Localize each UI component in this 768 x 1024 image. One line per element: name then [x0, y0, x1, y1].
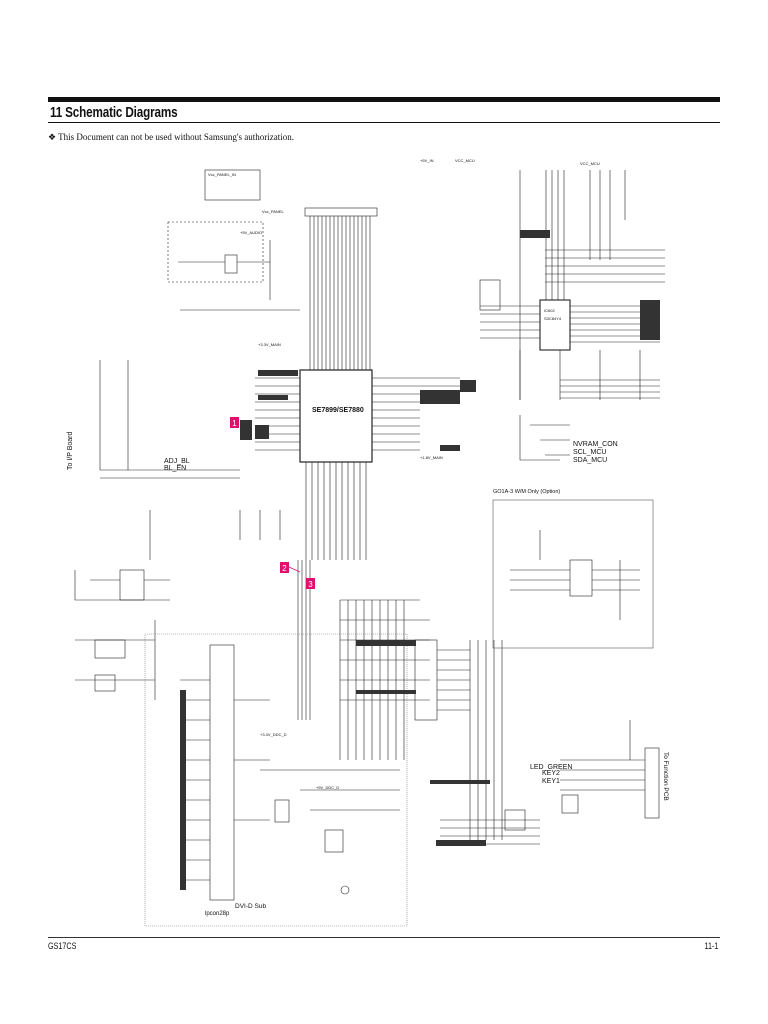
function-connector — [644, 747, 660, 819]
authorization-notice: ❖ This Document can not be used without … — [48, 132, 294, 142]
mcu-ref: IC602 — [544, 308, 555, 313]
markers: 1 2 3 — [230, 417, 315, 589]
adj-bl-label: ADJ_BL — [164, 458, 190, 465]
connector-area — [144, 633, 408, 927]
net-5v-in: +5V_IN — [420, 158, 434, 163]
top-rule — [48, 97, 720, 102]
lower-right-switch — [504, 809, 526, 831]
regulator-ic-2 — [94, 639, 126, 659]
key2-label: KEY2 — [542, 770, 560, 777]
marker-2 — [280, 562, 289, 573]
footer-model: GS17CS — [48, 941, 77, 951]
dvi-dsub-label: DVI-D Sub — [235, 903, 266, 910]
marker-2-label: 2 — [282, 564, 287, 573]
page-title: 11 Schematic Diagrams — [50, 104, 178, 121]
footer-page-number: 11-1 — [704, 941, 718, 951]
net-vcc-mcu-2: VCC_MCU — [580, 161, 600, 166]
panel-power-box — [204, 169, 261, 201]
led-green-label: LED_GREEN — [530, 764, 572, 771]
scl-mcu-label: SCL_MCU — [573, 449, 606, 456]
footer-rule — [48, 937, 720, 938]
sda-mcu-label: SDA_MCU — [573, 457, 607, 464]
audio-ic — [224, 254, 238, 274]
mcu-body — [539, 299, 571, 351]
ddc-eeprom-2 — [324, 829, 344, 853]
net-vcc-panel: Vcc_PANEL — [262, 209, 284, 214]
labels: SE7899/SE7880 S3C84Y4 IC602 +5V_IN VCC_M… — [67, 158, 669, 917]
wiring — [74, 169, 665, 927]
net-5v-ddc: +5V_DDC_D — [316, 785, 339, 790]
marker-3 — [306, 578, 315, 589]
net-vcc-panel-in: Vcc_PANEL_IN — [208, 172, 236, 177]
nvram-con-label: NVRAM_CON — [573, 441, 618, 448]
ddc-eeprom — [274, 799, 290, 823]
audio-amp-box — [492, 499, 654, 649]
bl-en-label: BL_EN — [164, 465, 186, 472]
marker-1-label: 1 — [232, 419, 237, 428]
top-connector — [304, 207, 378, 217]
audio-option-label: GO1A-3 W/M Only (Option) — [493, 489, 560, 495]
audio-option-box — [167, 221, 264, 283]
main-ic-label: SE7899/SE7880 — [312, 407, 364, 414]
net-5v-audio: +5V_AUDIO — [240, 230, 262, 235]
audio-amp-ic — [569, 559, 593, 597]
regulator-ic-3 — [94, 674, 116, 692]
ground-symbol — [340, 885, 350, 895]
mcu-label: S3C84Y4 — [544, 316, 562, 321]
net-3v3-main: +3.3V_MAIN — [258, 342, 281, 347]
marker-1 — [230, 417, 239, 428]
to-function-pcb-label: To Function PCB — [662, 752, 669, 801]
regulator-ic — [119, 569, 145, 601]
net-1v8-main: +1.8V_MAIN — [420, 455, 443, 460]
led-driver — [561, 794, 579, 814]
component-texture — [180, 230, 660, 890]
top-bus — [304, 207, 378, 370]
mcu-crystal — [479, 279, 501, 311]
net-3v3-ddc: +3.3V_DDC_D — [260, 732, 287, 737]
marker-3-label: 3 — [308, 580, 313, 589]
dsub-connector — [209, 644, 235, 901]
net-vcc-mcu: VCC_MCU — [455, 158, 475, 163]
title-divider — [48, 122, 720, 123]
main-ic-body — [299, 369, 373, 463]
lpcon-label: lpcon28p — [205, 911, 230, 917]
to-ip-board-label: To I/P Board — [67, 431, 74, 470]
key1-label: KEY1 — [542, 778, 560, 785]
